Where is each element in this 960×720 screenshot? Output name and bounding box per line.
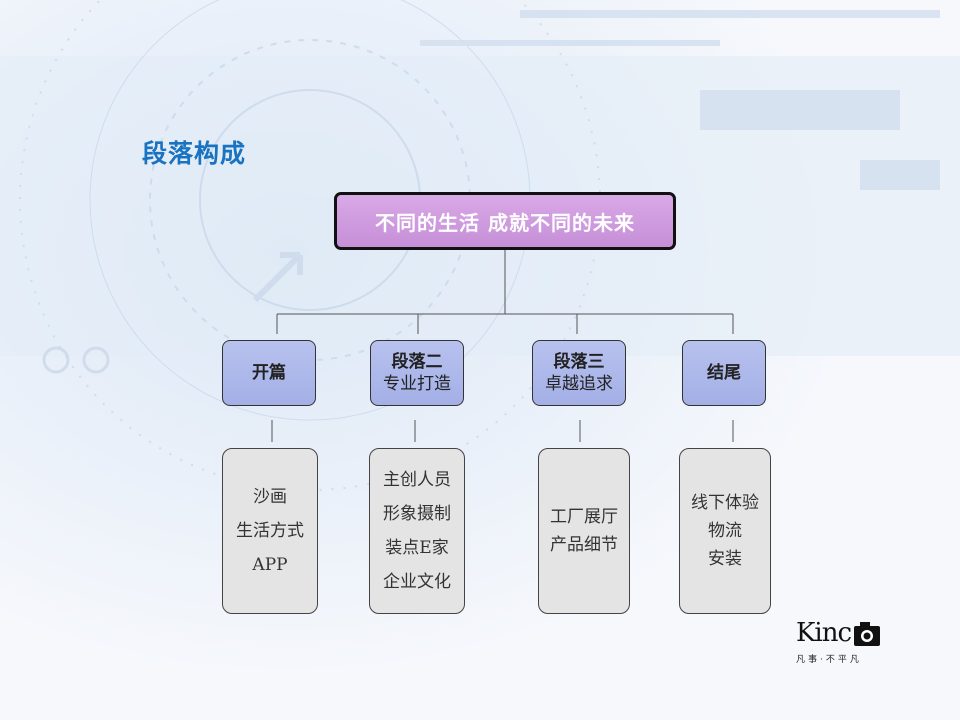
section-name: 结尾 (707, 363, 741, 383)
section-node-three: 段落三 卓越追求 (532, 340, 626, 406)
logo-wordmark: Kinc (796, 618, 852, 648)
leaf-item: 主创人员 (383, 470, 451, 490)
section-node-opening: 开篇 (222, 340, 316, 406)
leaf-box-opening: 沙画 生活方式 APP (222, 448, 318, 614)
root-node: 不同的生活 成就不同的未来 (334, 192, 676, 250)
leaf-item: 安装 (708, 549, 742, 569)
leaf-item: 沙画 (253, 487, 287, 507)
leaf-item: 工厂展厅 (550, 507, 618, 527)
leaf-box-ending: 线下体验 物流 安装 (679, 448, 771, 614)
section-node-two: 段落二 专业打造 (370, 340, 464, 406)
section-node-ending: 结尾 (682, 340, 766, 406)
leaf-item: 企业文化 (383, 572, 451, 592)
page-title: 段落构成 (142, 139, 247, 168)
section-subtitle: 专业打造 (383, 374, 451, 394)
leaf-box-three: 工厂展厅 产品细节 (538, 448, 630, 614)
section-name: 段落二 (391, 352, 443, 372)
leaf-box-two: 主创人员 形象摄制 装点E家 企业文化 (369, 448, 465, 614)
leaf-item: 线下体验 (691, 493, 759, 513)
leaf-item: 装点E家 (385, 538, 449, 558)
camera-icon (854, 622, 880, 646)
section-name: 开篇 (252, 363, 286, 383)
brand-logo: Kinc 凡事·不平凡 (796, 618, 892, 668)
leaf-item: 形象摄制 (383, 504, 451, 524)
leaf-item: 生活方式 (236, 521, 304, 541)
section-name: 段落三 (553, 352, 605, 372)
leaf-item: APP (252, 555, 288, 575)
leaf-item: 物流 (708, 521, 742, 541)
logo-tagline: 凡事·不平凡 (796, 655, 862, 665)
leaf-item: 产品细节 (550, 535, 618, 555)
section-subtitle: 卓越追求 (545, 374, 613, 394)
